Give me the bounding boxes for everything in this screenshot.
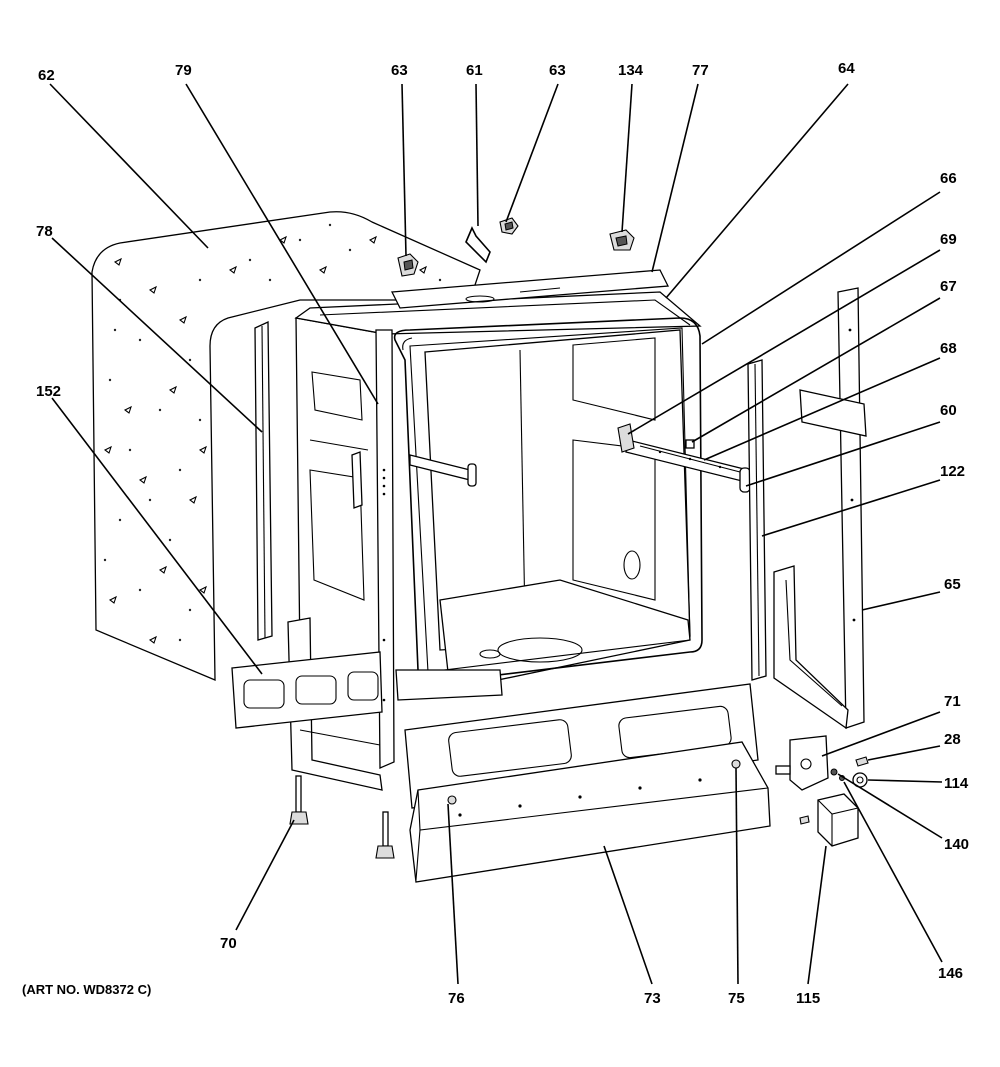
leader-73 <box>603 845 653 985</box>
leader-134 <box>621 83 633 233</box>
leader-79 <box>185 83 379 405</box>
part-140-washer <box>830 768 838 776</box>
part-60-rail-stop-end <box>739 467 751 493</box>
leader-122 <box>761 479 941 537</box>
callout-labels: 62 79 63 61 63 134 77 64 66 78 69 67 68 … <box>36 60 969 1007</box>
leader-67 <box>691 297 941 443</box>
leader-140 <box>837 773 943 839</box>
callout-63a: 63 <box>391 62 408 79</box>
leader-64 <box>665 83 849 299</box>
part-134-bracket <box>609 229 635 251</box>
part-70-leveling-leg <box>289 775 395 859</box>
part-114-grommet <box>852 772 868 788</box>
part-28-screw <box>855 756 869 767</box>
callout-73: 73 <box>644 990 661 1007</box>
leader-71 <box>821 711 941 757</box>
leader-28 <box>867 745 941 761</box>
part-63-clip-left <box>397 253 419 277</box>
part-77-top-strip <box>390 269 670 309</box>
leader-115 <box>807 845 827 985</box>
part-78-side-strip <box>254 320 273 641</box>
part-122-right-strip <box>747 359 767 681</box>
callout-65: 65 <box>944 576 961 593</box>
leader-62 <box>49 83 209 249</box>
part-115-junction-box <box>799 793 859 847</box>
dishwasher-tub-assembly <box>287 291 703 791</box>
part-63-clip-right <box>499 217 519 235</box>
art-number: (ART NO. WD8372 C) <box>22 982 151 997</box>
callout-69: 69 <box>940 231 957 248</box>
part-69-rail-end-cap <box>617 423 635 453</box>
leader-63a <box>401 83 407 257</box>
callout-71: 71 <box>944 693 961 710</box>
callout-134: 134 <box>618 62 644 79</box>
part-61-wire-clip <box>465 226 491 264</box>
leader-152 <box>51 397 263 675</box>
part-76-screw <box>447 795 457 805</box>
callout-61: 61 <box>466 62 483 79</box>
part-67-rail-stop <box>685 439 695 449</box>
callout-78: 78 <box>36 223 53 240</box>
part-71-mounting-bracket <box>775 735 829 791</box>
callout-75: 75 <box>728 990 745 1007</box>
callout-114: 114 <box>944 775 969 792</box>
leader-70 <box>235 819 295 931</box>
callout-152: 152 <box>36 383 61 400</box>
leader-77 <box>651 83 699 273</box>
leader-66 <box>701 191 941 345</box>
leader-76 <box>447 803 459 985</box>
part-73-toe-kick-panel <box>409 741 771 883</box>
callout-140: 140 <box>944 836 969 853</box>
part-76-inner-door-panel <box>404 683 759 809</box>
callout-62: 62 <box>38 67 55 84</box>
part-62-insulation-blanket <box>91 211 481 681</box>
callout-79: 79 <box>175 62 192 79</box>
leader-68 <box>703 357 941 461</box>
callout-60: 60 <box>940 402 957 419</box>
leader-146 <box>843 781 943 963</box>
callout-63b: 63 <box>549 62 566 79</box>
callout-70: 70 <box>220 935 237 952</box>
callout-115: 115 <box>796 990 820 1007</box>
callout-64: 64 <box>838 60 855 77</box>
callout-28: 28 <box>944 731 961 748</box>
leader-75 <box>735 767 739 985</box>
leader-69 <box>627 249 941 435</box>
callout-122: 122 <box>940 463 965 480</box>
callout-76: 76 <box>448 990 465 1007</box>
part-152-vented-panel <box>231 651 383 729</box>
leader-65 <box>861 591 941 611</box>
part-75-screw <box>731 759 741 769</box>
callout-66: 66 <box>940 170 957 187</box>
leader-63b <box>505 83 559 223</box>
leader-78 <box>51 237 263 433</box>
callout-leader-lines <box>49 83 943 985</box>
leader-61 <box>475 83 479 227</box>
leader-60 <box>745 421 941 487</box>
callout-146: 146 <box>938 965 963 982</box>
leader-114 <box>867 779 943 783</box>
callout-77: 77 <box>692 62 709 79</box>
callout-67: 67 <box>940 278 957 295</box>
callout-68: 68 <box>940 340 957 357</box>
